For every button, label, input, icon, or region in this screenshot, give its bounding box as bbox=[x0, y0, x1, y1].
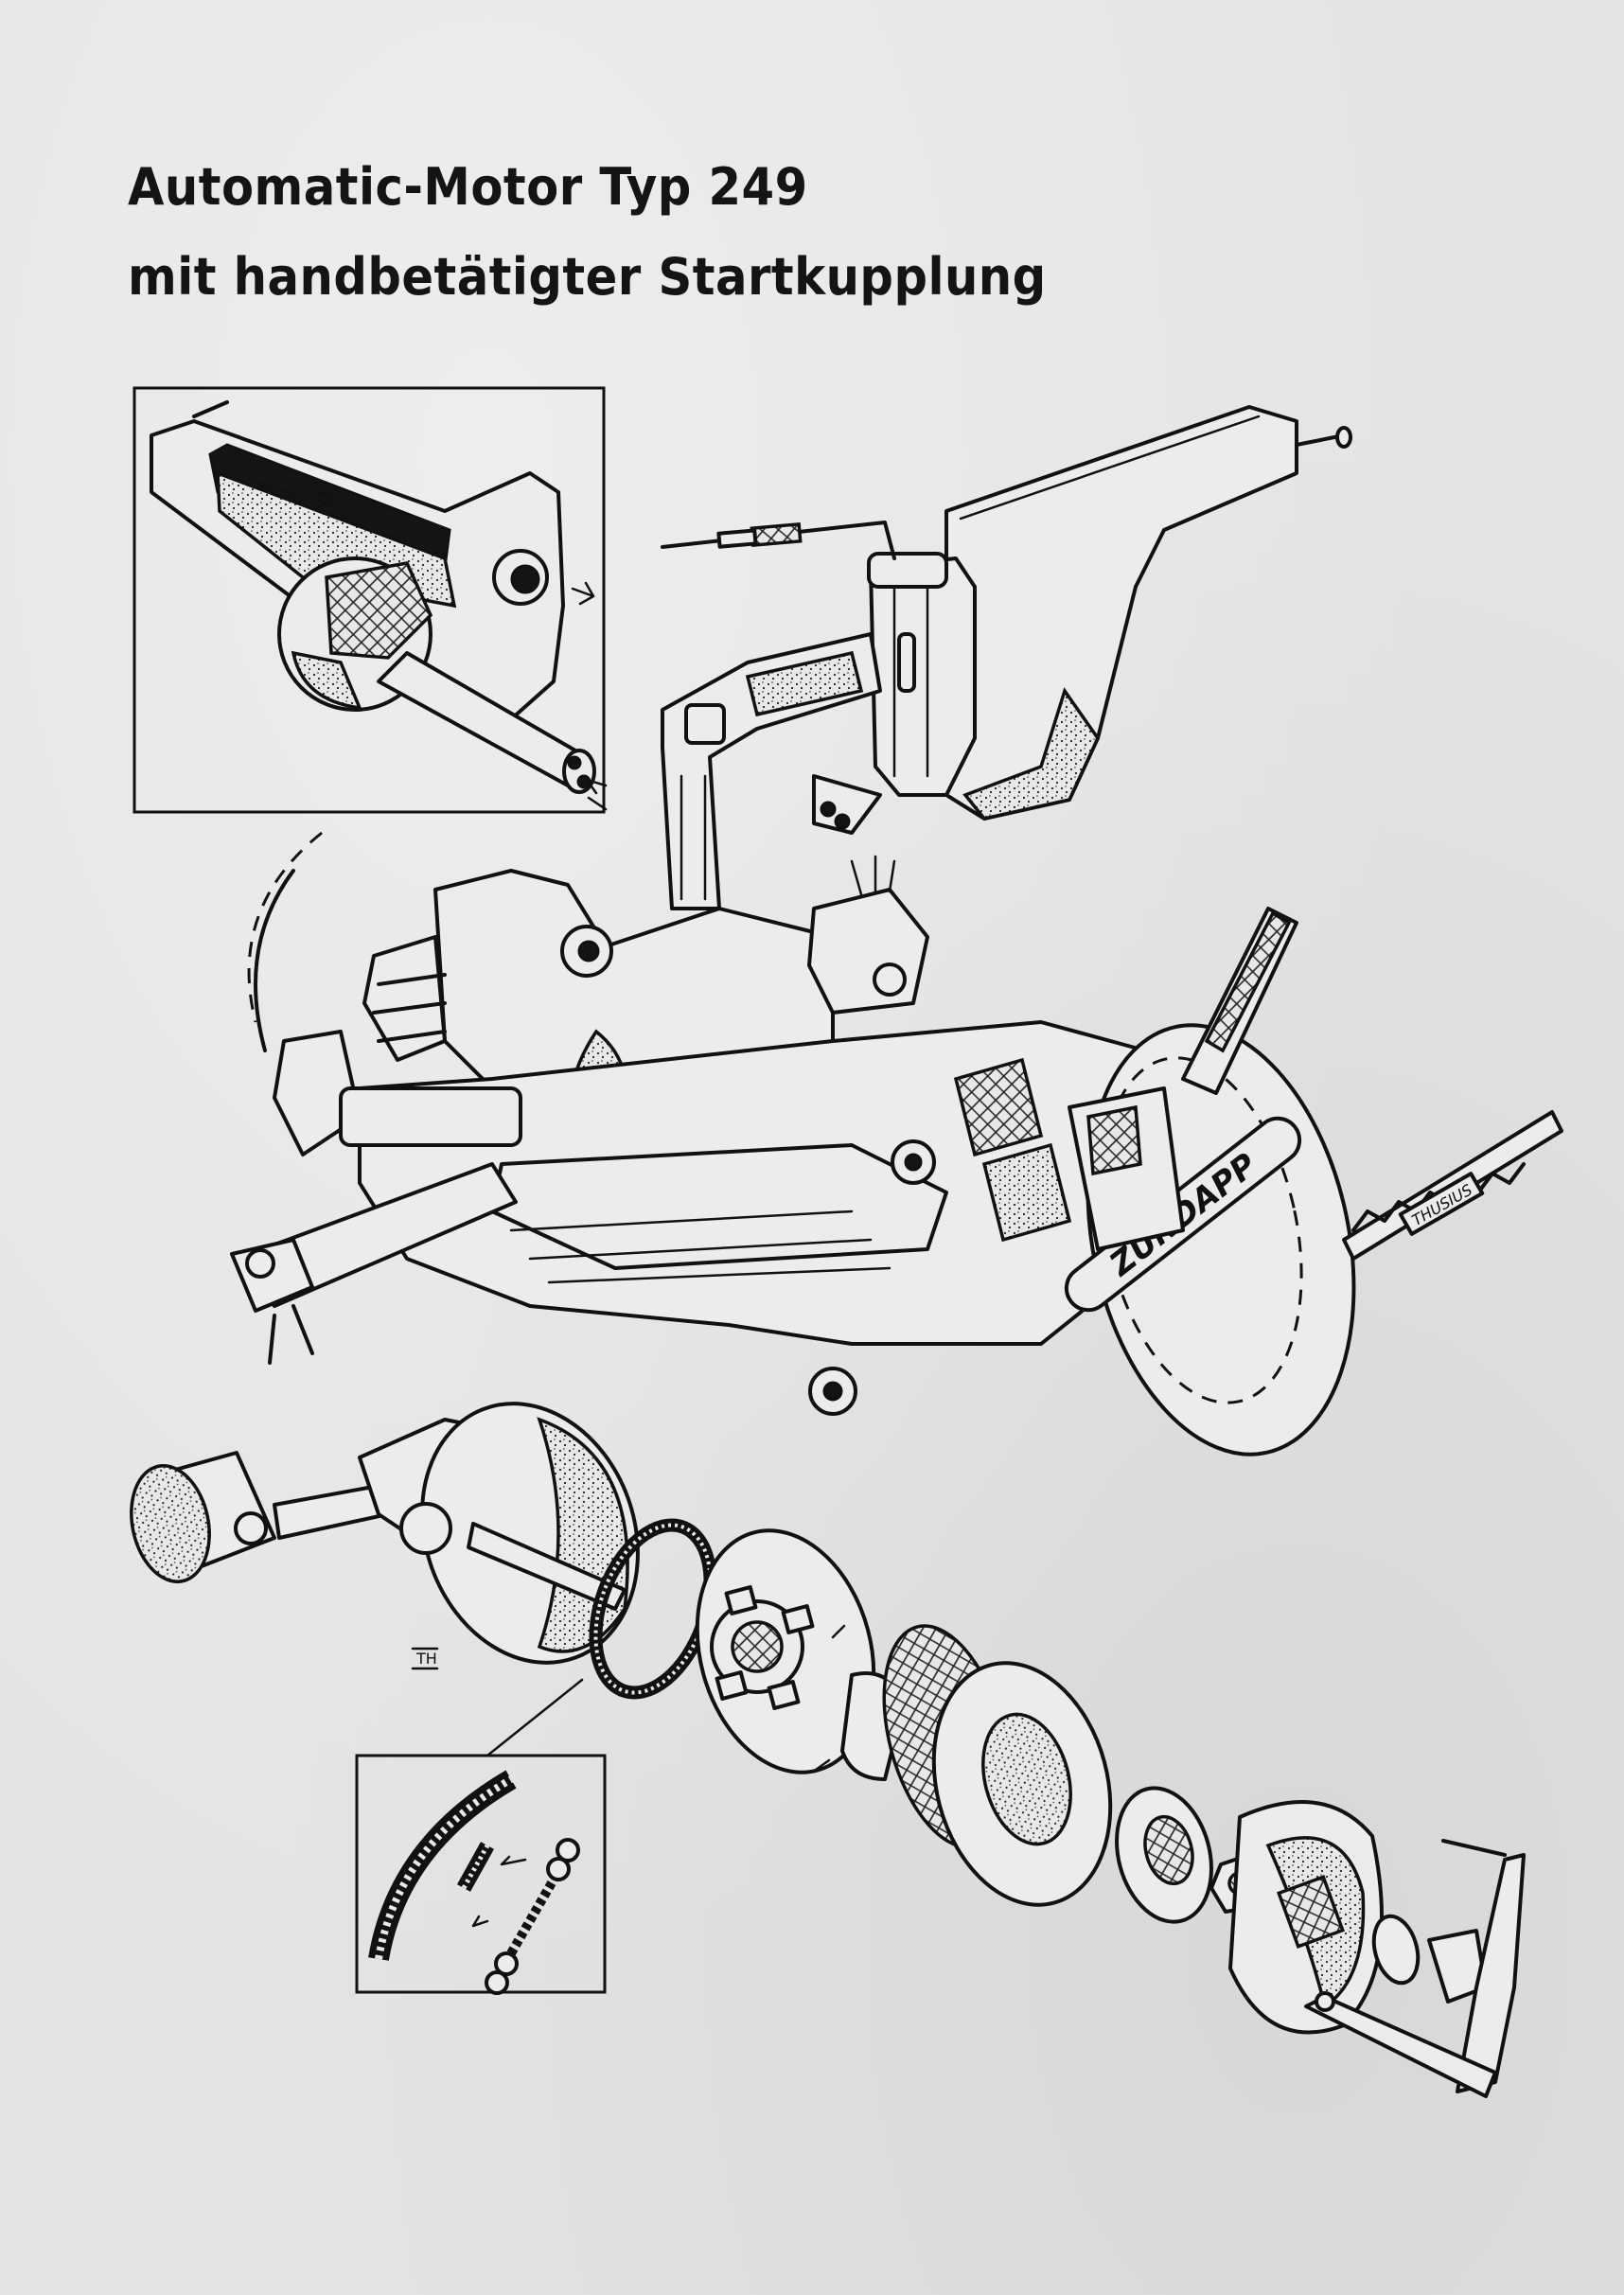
assembly-arrow-icon bbox=[814, 1624, 846, 1772]
clutch-cable bbox=[254, 869, 295, 1052]
kickstart-lever bbox=[230, 831, 522, 1365]
inset-frame bbox=[132, 386, 606, 814]
piston-pin-bore bbox=[234, 1511, 268, 1545]
clutch-drum bbox=[1115, 1786, 1488, 2035]
title-line-2: mit handbetätigter Startkupplung bbox=[128, 247, 1047, 307]
flywheel-cover: ZÜNDAPP bbox=[1064, 1023, 1356, 1456]
cooling-fins bbox=[372, 973, 447, 1043]
clutch-plates bbox=[814, 1624, 1113, 1907]
spring-detail-inset bbox=[355, 1754, 607, 1995]
pipe-clamp bbox=[684, 703, 726, 745]
ignition-coil bbox=[807, 855, 929, 1015]
callout-leader-line bbox=[485, 1678, 584, 1757]
intake-pipe bbox=[661, 632, 882, 910]
throttle-cable bbox=[661, 521, 896, 560]
clutch-actuator bbox=[339, 1086, 522, 1147]
spring-arrow-icon bbox=[471, 1855, 527, 1928]
float-bowl-drain bbox=[812, 774, 882, 835]
piston bbox=[130, 1451, 390, 1583]
tickler-button bbox=[897, 632, 916, 693]
page-title: Automatic-Motor Typ 249 mit handbetätigt… bbox=[128, 142, 1047, 322]
needle-bearing bbox=[1277, 1875, 1345, 1949]
garter-spring-segment bbox=[368, 1770, 517, 1961]
crankcase bbox=[358, 1020, 1185, 1416]
start-clutch-lever bbox=[1304, 1839, 1526, 2098]
coil-wires bbox=[850, 855, 896, 896]
carburetor bbox=[812, 552, 977, 835]
outflow-arrow-icon bbox=[571, 581, 595, 606]
spring-inset-frame bbox=[355, 1754, 607, 1994]
crank-journal bbox=[467, 1522, 627, 1611]
signature-box bbox=[1398, 1172, 1485, 1236]
fuel-tank bbox=[944, 405, 1352, 821]
clutch-hub bbox=[695, 1528, 876, 1774]
air-filter-cutaway-inset bbox=[132, 386, 608, 814]
crankshaft: TH bbox=[358, 1402, 640, 1670]
inflow-arrow-icon bbox=[585, 778, 608, 811]
breather-tube bbox=[192, 400, 229, 418]
drive-chain: THUSIUS bbox=[1181, 907, 1563, 1261]
title-line-1: Automatic-Motor Typ 249 bbox=[128, 157, 808, 217]
flow-arrow-icon bbox=[315, 490, 338, 509]
outlet-ring bbox=[492, 549, 549, 606]
exploded-signature: TH bbox=[415, 1650, 437, 1668]
thrust-washer bbox=[1371, 1914, 1421, 1986]
